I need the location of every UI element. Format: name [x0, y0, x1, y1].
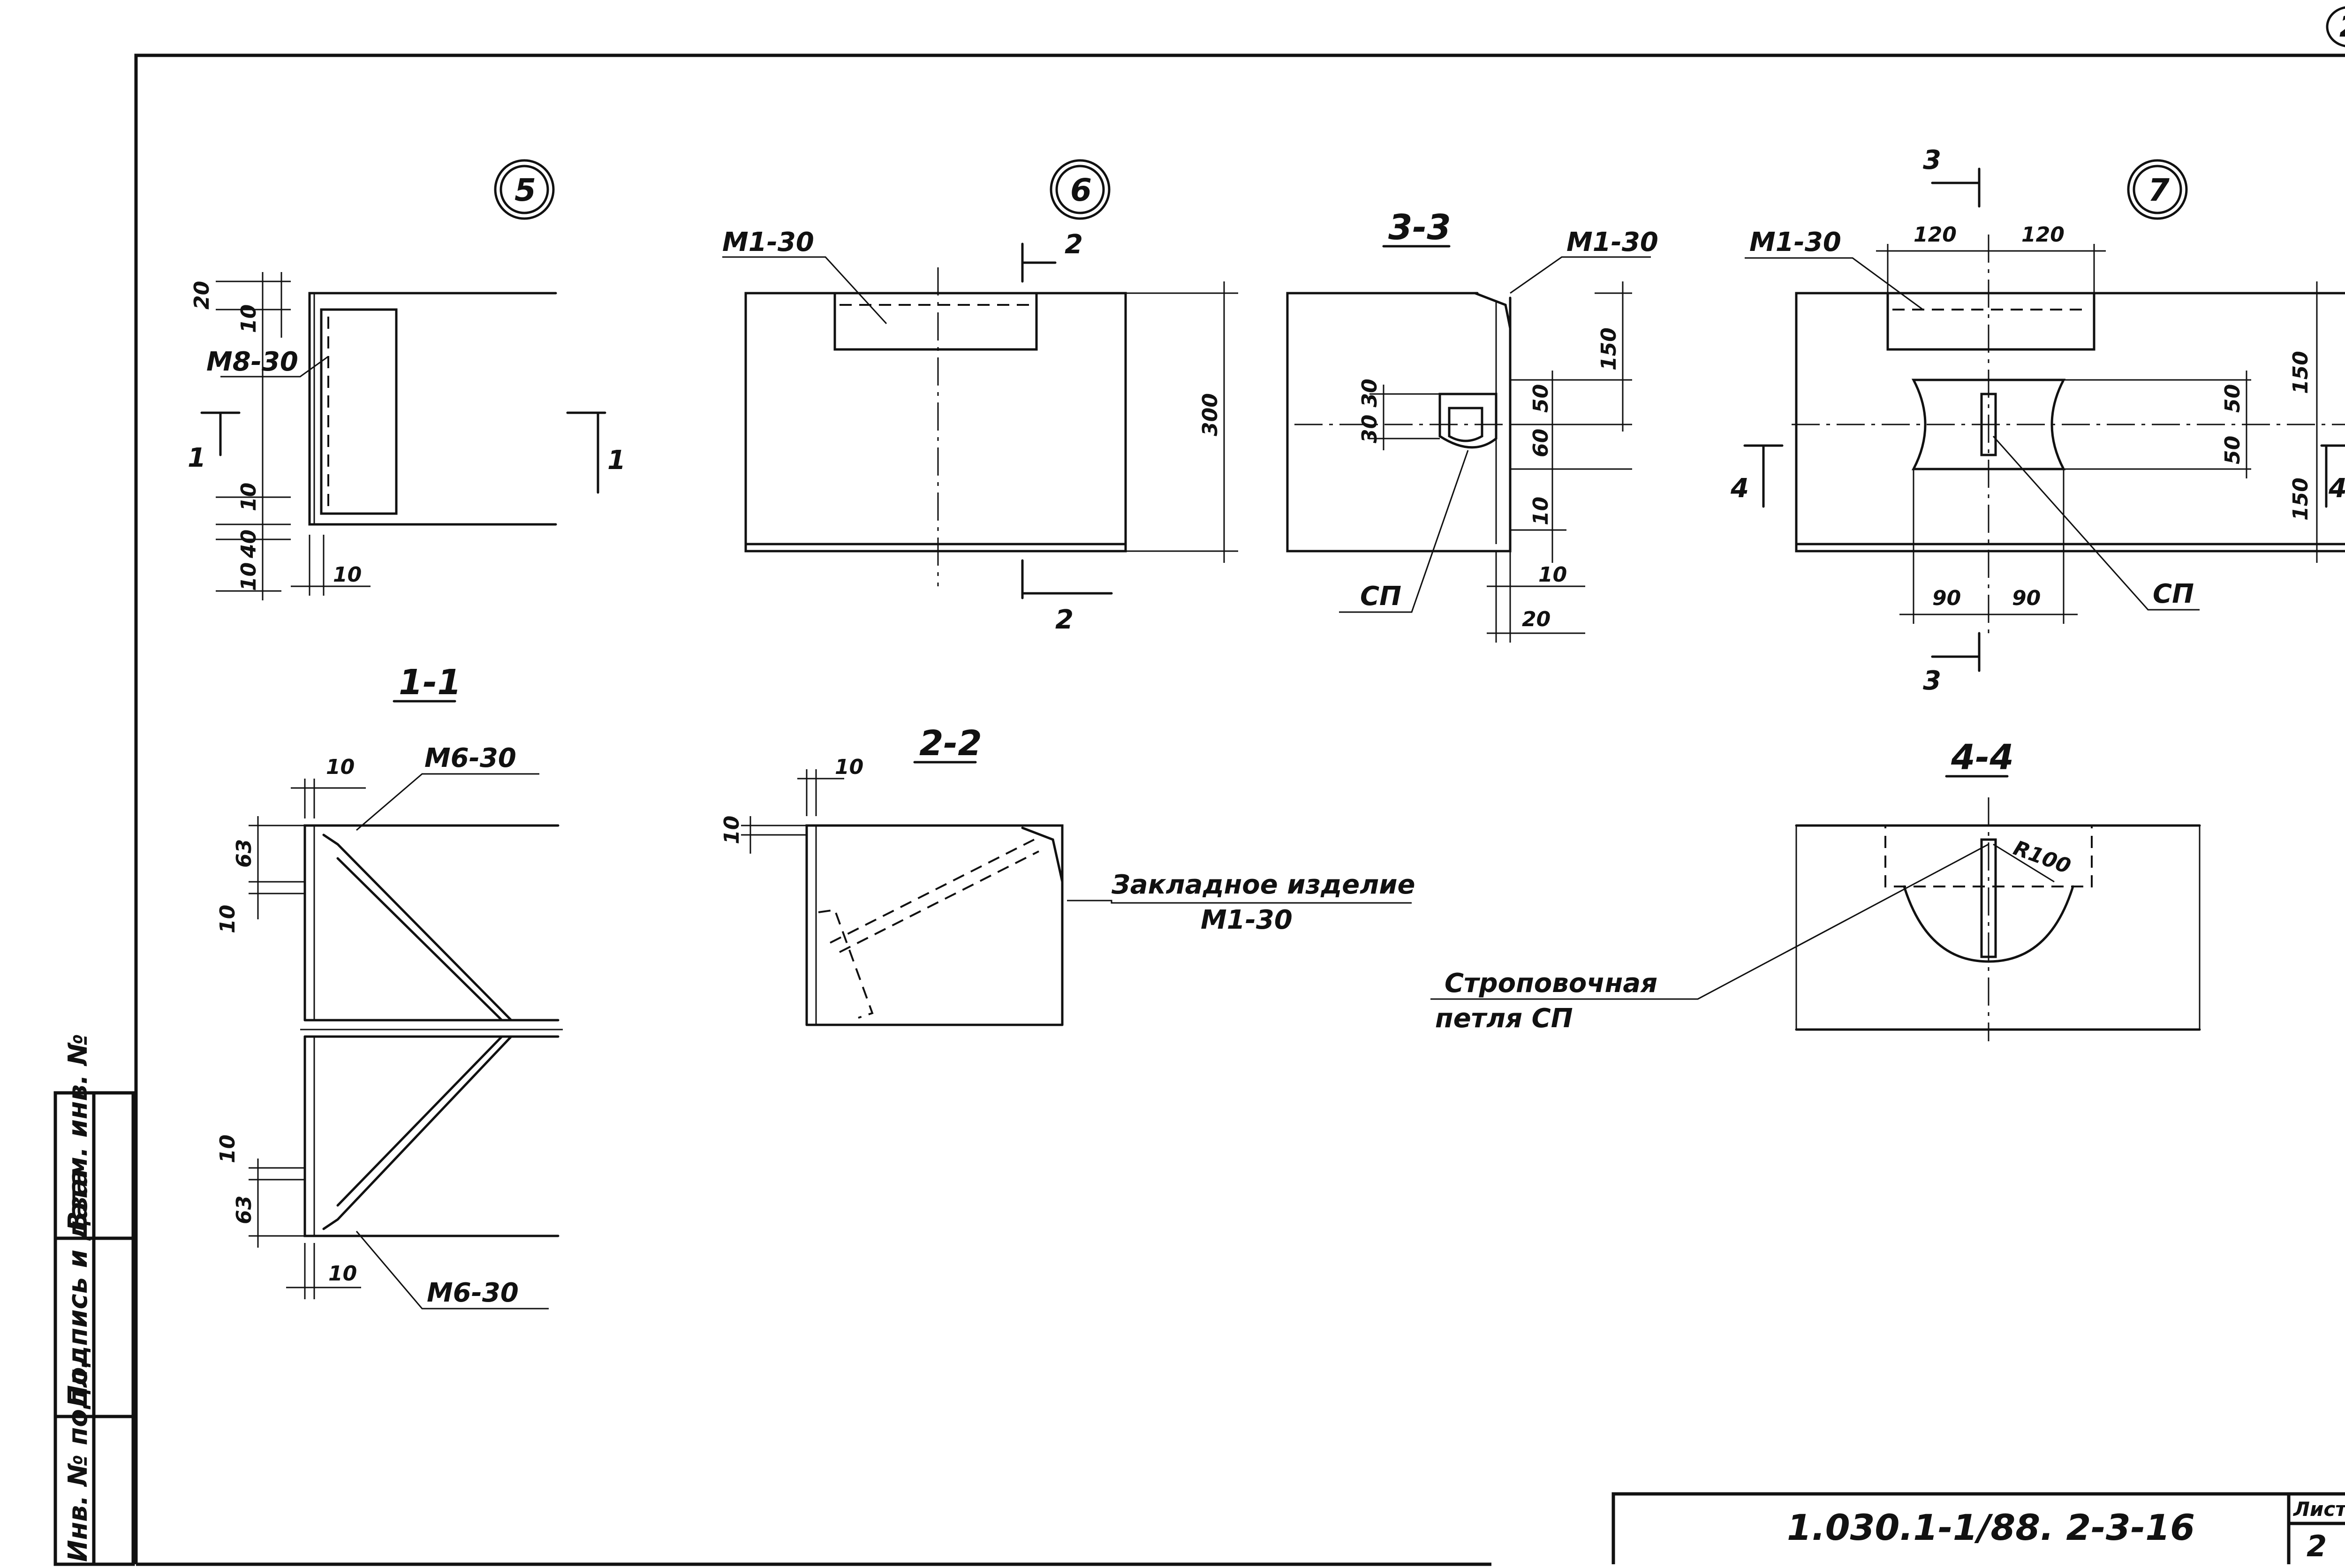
detail-6: 6 М1-30 2 2 300 [722, 159, 1238, 635]
label-m1-30-detail6: М1-30 [722, 227, 814, 258]
sheet-frame: 28 [134, 6, 2345, 1566]
label-embedded-item-line1: Закладное изделие [1111, 870, 1415, 900]
detail-7-number: 7 [2148, 172, 2170, 208]
dim-20-section33-bottom: 20 [1522, 607, 1551, 631]
cut-2-top: 2 [1065, 229, 1083, 260]
dim-10-top: 10 [237, 304, 261, 333]
dim-10-section11-left-top: 10 [216, 905, 240, 933]
cut-3-top: 3 [1923, 145, 1941, 175]
section-2-2: 2-2 Закладное изделие М1-30 10 10 [720, 723, 1415, 1026]
dim-150-detail7-top: 150 [2289, 351, 2313, 394]
dim-10-section11-top: 10 [326, 755, 355, 779]
dim-10-section11-left-bottom: 10 [216, 1135, 240, 1163]
section-1-1: 1-1 М6-30 М6-30 10 63 10 10 [216, 662, 563, 1310]
dim-10-mid: 10 [237, 483, 261, 511]
dim-10-section33: 10 [1529, 497, 1553, 525]
cut-4-left: 4 [1730, 473, 1749, 504]
page-number-circle [2326, 6, 2345, 47]
dim-40: 40 [237, 530, 261, 559]
sheet-number: 2 [2307, 1529, 2327, 1563]
dim-50-detail7-bottom: 50 [2221, 436, 2245, 464]
dim-150-section33: 150 [1597, 327, 1621, 371]
dim-30-30-section33: 30 30 [1358, 379, 1382, 443]
cut-3-bottom: 3 [1923, 666, 1941, 696]
label-m6-30-bottom: М6-30 [427, 1278, 519, 1308]
dim-r100: R100 [2010, 836, 2074, 879]
label-m1-30-detail7: М1-30 [1749, 227, 1841, 258]
label-sp-section33: СП [1360, 581, 1401, 612]
stamp-vzam-inv: Взам. инв. № [63, 1034, 93, 1231]
cut-2-bottom: 2 [1055, 605, 1074, 635]
stamp-podpis-data: Подпись и дата [63, 1168, 93, 1407]
dim-10-bottom: 10 [237, 562, 261, 591]
dim-60-section33: 60 [1529, 429, 1553, 457]
stamp-inv-no-podl: Инв. № подл. [63, 1359, 93, 1562]
section-4-4-title: 4-4 [1951, 737, 2014, 778]
title-block: 1.030.1-1/88. 2-3-16 Лист 2 [1611, 1492, 2345, 1564]
page-number-stamp: 28 [2339, 9, 2345, 44]
dim-50-section33: 50 [1529, 384, 1553, 413]
dim-63-section11-top: 63 [232, 839, 256, 868]
label-m6-30-top: М6-30 [424, 743, 516, 773]
dim-120-left: 120 [1914, 223, 1957, 247]
detail-7: 7 М1-30 СП 3 3 4 4 120 120 [1730, 145, 2345, 696]
detail-5-number: 5 [514, 172, 536, 208]
dim-10-section33-bottom: 10 [1538, 563, 1567, 587]
section-3-3-title: 3-3 [1388, 207, 1451, 248]
cut-1-right: 1 [607, 445, 626, 476]
dim-10-section11-bottom: 10 [328, 1262, 357, 1286]
detail-5: 5 М8-30 1 1 20 10 10 40 10 10 [188, 159, 626, 600]
side-stamp: Инв. № подл. Подпись и дата Взам. инв. № [53, 1034, 135, 1566]
dim-63-section11-bottom: 63 [232, 1196, 256, 1224]
label-m8-30: М8-30 [206, 347, 298, 377]
dim-150-detail7-bottom: 150 [2289, 477, 2313, 521]
dim-10-section22-top: 10 [835, 755, 863, 779]
cut-4-right: 4 [2328, 473, 2345, 504]
section-2-2-title: 2-2 [919, 723, 982, 764]
sheet-label: Лист [2292, 1498, 2345, 1521]
cut-1-left: 1 [188, 443, 206, 473]
label-m1-30-section33: М1-30 [1566, 227, 1658, 258]
detail-6-number: 6 [1070, 172, 1092, 208]
dim-10-section22-left: 10 [720, 816, 744, 844]
sheet-designation: 1.030.1-1/88. 2-3-16 [1787, 1507, 2195, 1548]
label-sling-loop-line1: Строповочная [1445, 968, 1657, 999]
dim-120-right: 120 [2021, 223, 2065, 247]
section-4-4: 4-4 R100 Строповочная петля СП [1430, 737, 2201, 1041]
label-embedded-item-line2: М1-30 [1201, 905, 1293, 935]
dim-50-detail7-top: 50 [2221, 384, 2245, 413]
section-1-1-title: 1-1 [399, 662, 461, 703]
label-sp-detail7: СП [2153, 579, 2194, 609]
dim-10-horizontal: 10 [333, 563, 362, 587]
label-sling-loop-line2: петля СП [1435, 1003, 1573, 1034]
dim-300: 300 [1198, 393, 1222, 436]
dim-20: 20 [190, 281, 214, 310]
dim-90-right: 90 [2012, 586, 2041, 610]
dim-90-left: 90 [1932, 586, 1961, 610]
section-3-3: 3-3 М1-30 СП 150 50 60 10 30 30 [1286, 207, 1658, 643]
